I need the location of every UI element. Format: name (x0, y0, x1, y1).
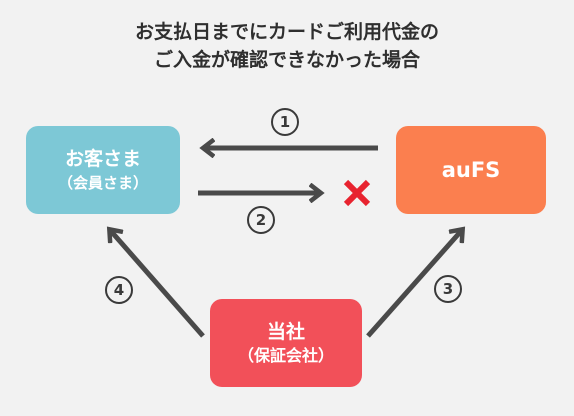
company-sublabel: （保証会社） (237, 346, 334, 365)
step-1-badge: 1 (271, 108, 299, 136)
aufs-label: auFS (441, 158, 501, 182)
customer-box: お客さま （会員さま） (26, 126, 180, 214)
step-4-badge: 4 (105, 276, 133, 304)
customer-label: お客さま (64, 148, 141, 170)
company-label: 当社 (266, 321, 305, 343)
step-3-badge: 3 (434, 275, 462, 303)
diagram-title: お支払日までにカードご利用代金の ご入金が確認できなかった場合 (0, 18, 574, 74)
cross-icon (343, 179, 371, 207)
customer-sublabel: （会員さま） (57, 174, 148, 192)
aufs-box: auFS (396, 126, 546, 214)
title-line-2: ご入金が確認できなかった場合 (153, 49, 420, 71)
title-line-1: お支払日までにカードご利用代金の (134, 21, 439, 43)
company-box: 当社 （保証会社） (210, 299, 362, 387)
step-2-badge: 2 (247, 206, 275, 234)
